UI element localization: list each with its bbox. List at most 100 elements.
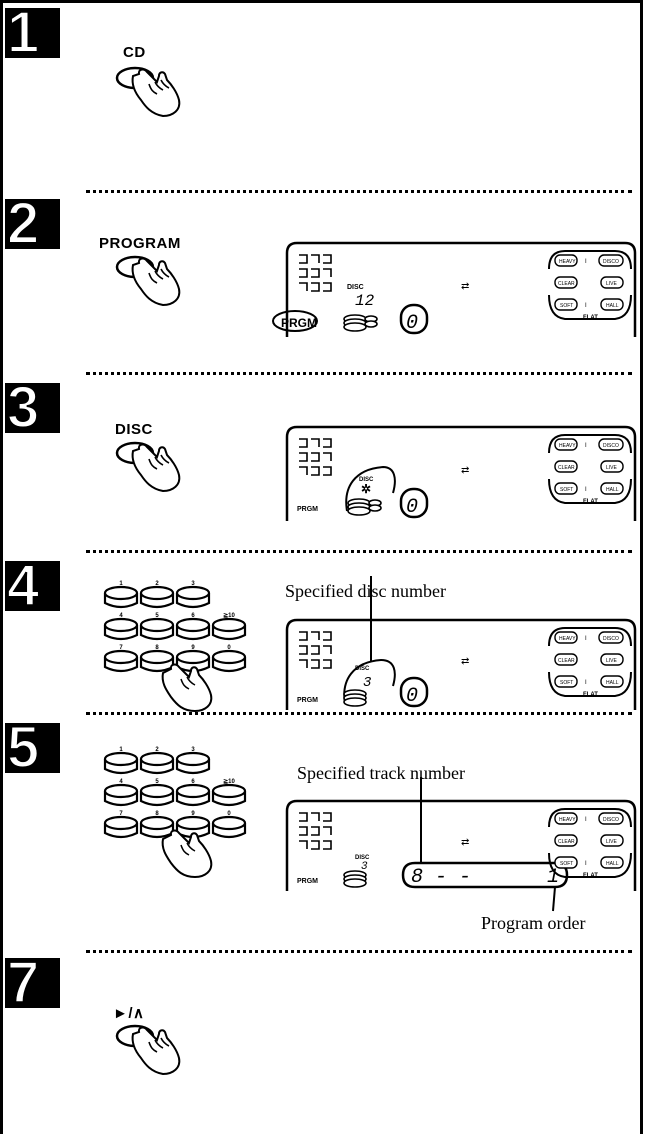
disc-indicator: DISC — [359, 477, 374, 483]
keypad-key-label: 7 — [119, 811, 123, 817]
keypad-key[interactable]: 8 — [139, 811, 175, 839]
keypad-key[interactable]: 3 — [175, 581, 211, 609]
disc-stack-icon — [343, 689, 367, 707]
program-order-caption: Program order — [481, 913, 586, 933]
eq-mode-panel: HEAVY DISCO CLEAR LIVE SOFT HALL I I FLA… — [548, 250, 632, 321]
keypad-key[interactable]: 6 — [175, 779, 211, 807]
repeat-arrows-icon: ⇄ — [461, 837, 469, 848]
keypad-key[interactable]: 6 — [175, 613, 211, 641]
keypad-key-label: 5 — [155, 613, 159, 619]
svg-text:DISCO: DISCO — [603, 259, 619, 265]
play-pause-button-label: ►/∧ — [113, 1005, 145, 1022]
svg-text:I: I — [585, 861, 587, 867]
blinking-disc-icon: ✲ — [361, 482, 371, 496]
keypad-key[interactable]: 0 — [211, 645, 247, 673]
specified-disc-caption: Specified disc number — [285, 581, 446, 601]
separator — [86, 950, 632, 953]
lcd-display: DISC 3 PRGM 0 ⇄ HEAVY DISCO CLEAR LIVE S… — [285, 576, 637, 710]
step-number-badge: 3 — [5, 378, 60, 438]
disc-button-press-icon[interactable] — [111, 441, 191, 501]
cd-button-press-icon[interactable] — [111, 66, 191, 126]
play-pause-button-press-icon[interactable] — [111, 1024, 191, 1084]
svg-text:HALL: HALL — [606, 680, 619, 686]
keypad-key-label: ≧10 — [223, 779, 235, 785]
keypad-key-label: 8 — [155, 811, 159, 817]
svg-text:I: I — [585, 680, 587, 686]
keypad-key[interactable]: 2 — [139, 581, 175, 609]
svg-text:CLEAR: CLEAR — [558, 658, 575, 664]
keypad-key[interactable]: 4 — [103, 779, 139, 807]
track-number-readout: 0 — [406, 496, 418, 519]
keypad-key[interactable]: 2 — [139, 747, 175, 775]
svg-text:DISCO: DISCO — [603, 817, 619, 823]
keypad-key[interactable]: 1 — [103, 747, 139, 775]
eq-mode-panel: HEAVY DISCO CLEAR LIVE SOFT HALL I I FLA… — [548, 808, 632, 879]
svg-text:LIVE: LIVE — [606, 281, 618, 287]
keypad-key-label: 6 — [191, 613, 195, 619]
svg-text:CLEAR: CLEAR — [558, 839, 575, 845]
step-7: 7 ►/∧ — [3, 953, 640, 1128]
disc-number-readout: 12 — [355, 292, 375, 310]
keypad-key[interactable]: 8 — [139, 645, 175, 673]
track-number-readout: 8 - - — [411, 866, 471, 889]
svg-text:CLEAR: CLEAR — [558, 281, 575, 287]
disc-number-readout: 3 — [363, 675, 371, 691]
svg-text:SOFT: SOFT — [560, 680, 573, 686]
keypad-key[interactable]: 3 — [175, 747, 211, 775]
svg-text:HEAVY: HEAVY — [559, 443, 576, 449]
program-order-readout: 1 — [547, 866, 559, 889]
svg-text:SOFT: SOFT — [560, 303, 573, 309]
prgm-indicator: PRGM — [297, 697, 318, 704]
disc-indicator: DISC — [355, 666, 370, 672]
svg-text:I: I — [585, 817, 587, 823]
svg-text:FLAT: FLAT — [583, 873, 598, 879]
track-number-readout: 0 — [406, 312, 418, 335]
keypad-key-label: 5 — [155, 779, 159, 785]
keypad-key[interactable]: 7 — [103, 811, 139, 839]
keypad-key-label: 2 — [155, 747, 159, 753]
keypad-key-label: 8 — [155, 645, 159, 651]
separator — [86, 550, 632, 553]
keypad-key[interactable]: 0 — [211, 811, 247, 839]
disc-indicator: DISC — [347, 284, 364, 291]
step-1: 1 CD — [3, 3, 640, 183]
repeat-arrows-icon: ⇄ — [461, 656, 469, 667]
keypad-key[interactable]: 1 — [103, 581, 139, 609]
svg-text:HEAVY: HEAVY — [559, 636, 576, 642]
svg-text:HALL: HALL — [606, 861, 619, 867]
repeat-arrows-icon: ⇄ — [461, 465, 469, 476]
keypad-key[interactable]: ≧10 — [211, 613, 247, 641]
step-number-badge: 1 — [5, 3, 60, 63]
specified-track-caption: Specified track number — [297, 763, 465, 783]
keypad-key-label: 9 — [191, 645, 195, 651]
svg-text:FLAT: FLAT — [583, 692, 598, 698]
eq-mode-panel: HEAVY DISCO CLEAR LIVE SOFT HALL I I FLA… — [548, 627, 632, 698]
step-number-badge: 4 — [5, 556, 60, 616]
hand-press-icon — [161, 829, 213, 879]
keypad-key[interactable]: ≧10 — [211, 779, 247, 807]
keypad-key[interactable]: 5 — [139, 779, 175, 807]
keypad-key-label: 6 — [191, 779, 195, 785]
svg-text:I: I — [585, 303, 587, 309]
keypad-key[interactable]: 7 — [103, 645, 139, 673]
keypad-key[interactable]: 4 — [103, 613, 139, 641]
keypad-key-label: 0 — [227, 811, 231, 817]
keypad-key[interactable]: 5 — [139, 613, 175, 641]
keypad-key-label: ≧10 — [223, 613, 235, 619]
repeat-arrows-icon: ⇄ — [461, 281, 469, 292]
eq-mode-panel: HEAVY DISCO CLEAR LIVE SOFT HALL I I FLA… — [548, 434, 632, 505]
keypad-key-label: 3 — [191, 581, 195, 587]
svg-text:I: I — [585, 487, 587, 493]
svg-text:SOFT: SOFT — [560, 487, 573, 493]
svg-text:FLAT: FLAT — [583, 499, 598, 505]
keypad-key-label: 3 — [191, 747, 195, 753]
svg-text:DISCO: DISCO — [603, 636, 619, 642]
program-button-label: PROGRAM — [99, 235, 181, 252]
svg-text:LIVE: LIVE — [606, 658, 618, 664]
track-number-readout: 0 — [406, 685, 418, 708]
program-button-press-icon[interactable] — [111, 255, 191, 315]
keypad-key-label: 0 — [227, 645, 231, 651]
